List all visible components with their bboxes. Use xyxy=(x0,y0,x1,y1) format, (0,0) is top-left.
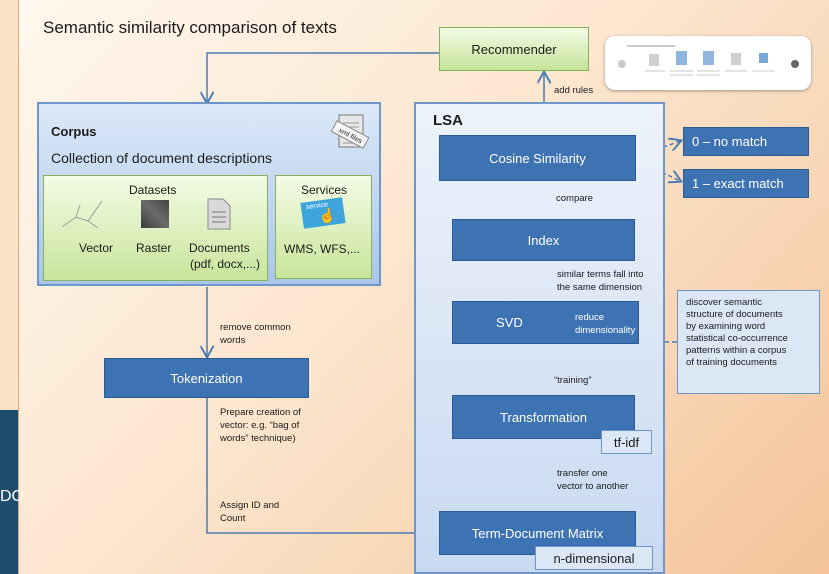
note-line-2: structure of documents xyxy=(686,309,783,320)
vector-label: Vector xyxy=(79,241,114,255)
cosine-similarity-box: Cosine Similarity xyxy=(439,135,636,181)
note-line-1: discover semantic xyxy=(686,297,763,308)
services-title: Services xyxy=(301,183,348,197)
tokenization-to-matrix-arrow xyxy=(206,398,439,533)
similar-terms-label-line-1: similar terms fall into xyxy=(557,269,644,280)
tokenization-box: Tokenization xyxy=(104,358,309,398)
cursor-hand-icon: ☝ xyxy=(317,206,337,225)
transfer-label-line-1: transfer one xyxy=(557,468,608,479)
note-line-4: statistical co-occurrence xyxy=(686,333,788,344)
svd-explanation-note: discover semantic structure of documents… xyxy=(677,290,820,394)
tf-idf-tag: tf-idf xyxy=(601,430,652,454)
raster-icon xyxy=(141,200,169,228)
xml-files-icon: xml files xyxy=(330,113,371,153)
no-match-box: 0 – no match xyxy=(683,127,809,156)
note-line-6: of training documents xyxy=(686,357,777,368)
prepare-label-line-3: words” technique) xyxy=(220,433,296,444)
exact-match-box: 1 – exact match xyxy=(683,169,809,198)
training-label: “training” xyxy=(554,375,592,386)
note-line-3: by examining word xyxy=(686,321,766,332)
lsa-title: LSA xyxy=(433,112,463,129)
note-line-5: patterns within a corpus xyxy=(686,345,787,356)
side-panel-text: DO xyxy=(0,488,24,505)
recommender-to-corpus-arrow xyxy=(207,52,439,102)
similar-terms-label-line-2: the same dimension xyxy=(557,282,643,293)
n-dimensional-tag: n-dimensional xyxy=(535,546,653,570)
corpus-subtitle: Collection of document descriptions xyxy=(51,150,273,166)
documents-formats-label: (pdf, docx,...) xyxy=(190,257,261,271)
recommender-thumbnail-strip xyxy=(618,45,799,76)
side-panel-strip xyxy=(0,410,18,574)
corpus-title: Corpus xyxy=(51,124,97,139)
transfer-label-line-2: vector to another xyxy=(557,481,629,492)
recommender-screenshot-panel xyxy=(605,36,811,90)
recommender-box: Recommender xyxy=(439,27,589,71)
transformation-box: Transformation xyxy=(452,395,635,439)
remove-common-label-line-2: words xyxy=(220,335,246,346)
dimensionality-label: dimensionality xyxy=(575,325,636,336)
prepare-label-line-2: vector: e.g. “bag of xyxy=(220,420,300,431)
remove-common-label-line-1: remove common xyxy=(220,322,291,333)
document-icon xyxy=(206,197,232,236)
assign-label-line-2: Count xyxy=(220,513,246,524)
raster-label: Raster xyxy=(136,241,172,255)
index-box: Index xyxy=(452,219,635,261)
compare-label: compare xyxy=(556,193,593,204)
diagram-title: Semantic similarity comparison of texts xyxy=(43,18,337,37)
add-rules-label: add rules xyxy=(554,85,594,96)
services-box xyxy=(275,175,372,279)
assign-label-line-1: Assign ID and xyxy=(220,500,280,511)
vector-icon xyxy=(58,195,108,236)
prepare-label-line-1: Prepare creation of xyxy=(220,407,301,418)
reduce-label: reduce xyxy=(575,312,605,323)
svd-label: SVD xyxy=(496,315,523,330)
services-caption: WMS, WFS,... xyxy=(284,242,360,256)
svd-box xyxy=(452,301,639,344)
datasets-title: Datasets xyxy=(129,183,177,197)
documents-label: Documents xyxy=(189,241,250,255)
